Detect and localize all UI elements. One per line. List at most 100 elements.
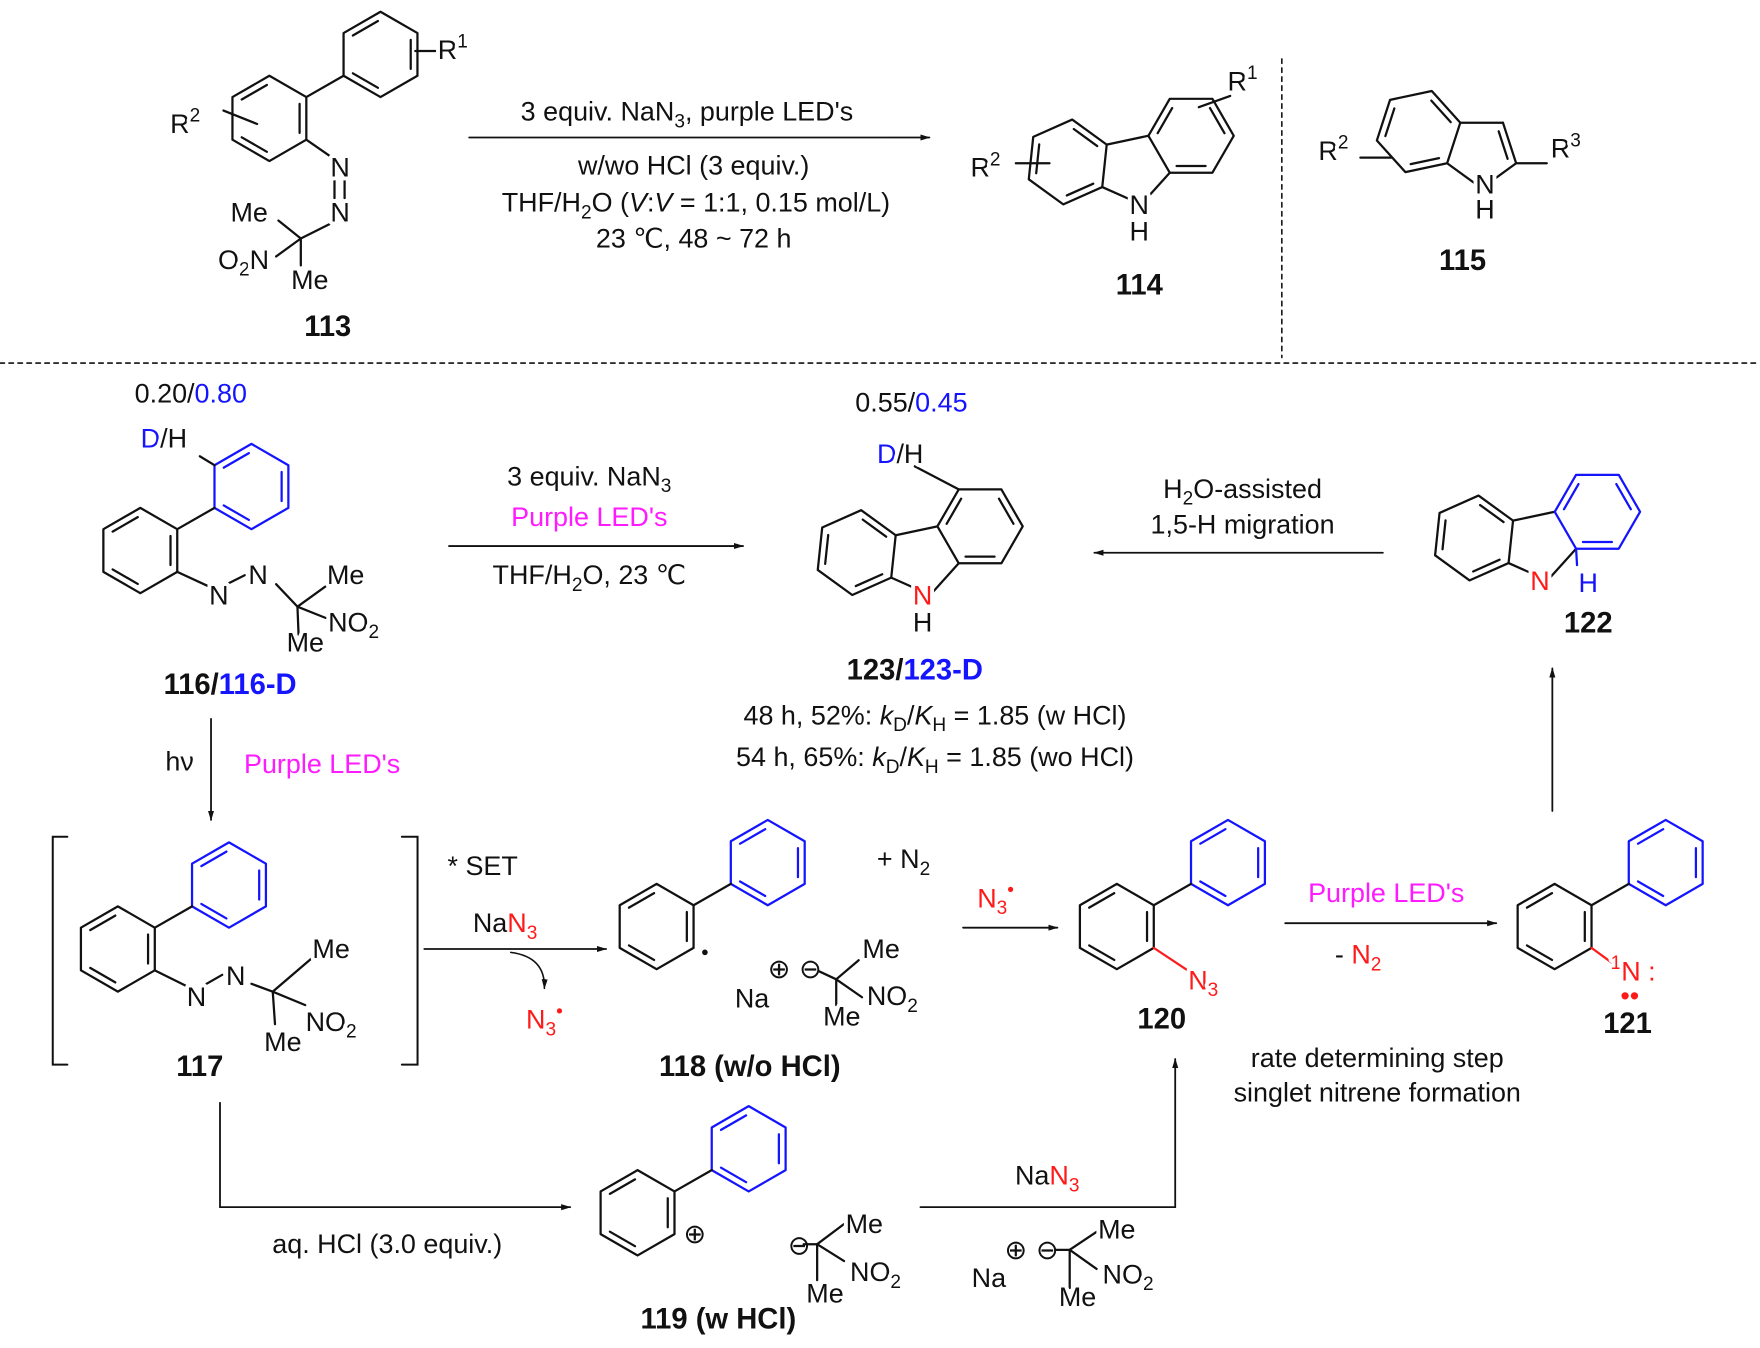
c115-H-text: H [1475, 194, 1494, 224]
c121-N-text: 1N : [1611, 953, 1656, 986]
c121-ring-a [1516, 882, 1593, 971]
double-bond-line [1562, 482, 1580, 511]
bond [1590, 946, 1615, 965]
bond [913, 465, 960, 491]
r6-light-text: Purple LED's [1308, 878, 1464, 908]
c114-left-ring [1027, 118, 1108, 206]
bond [275, 583, 299, 608]
c116-Me1-text: Me [327, 560, 364, 590]
c121-dots-text: •• [1620, 981, 1639, 1011]
bond [153, 969, 188, 988]
c122-right-ring [1553, 473, 1642, 550]
c114-right-ring [1147, 97, 1235, 174]
arrow-119-to-120 [919, 1057, 1179, 1209]
bond [305, 138, 334, 159]
c114-R1-text: R1 [1228, 63, 1258, 96]
c123-ratio-text: 0.55/0.45 [855, 387, 967, 417]
r6-loss-text: - N2 [1335, 940, 1382, 976]
step1-light-text: Purple LED's [244, 749, 400, 779]
c117-label-text: 117 [176, 1051, 223, 1083]
c119-plus-text: ⊕ [684, 1219, 707, 1249]
bond [1140, 171, 1171, 206]
bond [835, 978, 864, 999]
c117-SET-text: * SET [447, 851, 517, 881]
bond [222, 109, 259, 126]
r1-line3-text: THF/H2O (V:V = 1:1, 0.15 mol/L) [502, 188, 890, 224]
double-bond-line [1156, 106, 1174, 135]
bond [205, 973, 224, 985]
double-bond-line [824, 533, 830, 565]
double-bond-line [608, 1230, 637, 1248]
r2-line2-text: Purple LED's [511, 502, 667, 532]
c117-N2-text: N [226, 961, 245, 991]
double-bond-line [1208, 106, 1226, 135]
left-bracket [51, 835, 69, 1066]
double-bond-line [1615, 482, 1632, 511]
c116-ratio-text: 0.20/0.80 [135, 378, 247, 408]
bond [1446, 162, 1483, 190]
c118-Me2-text: Me [823, 1001, 860, 1031]
bond [277, 219, 302, 240]
c122-left-ring [1433, 494, 1515, 582]
c120-N3-text: N3 [1188, 965, 1218, 1001]
r8-Me2-text: Me [1059, 1282, 1096, 1312]
biaryl-bond [692, 882, 732, 907]
double-bond-line [351, 72, 380, 89]
bond [1501, 121, 1518, 165]
bond [890, 576, 932, 597]
biaryl-bond [153, 905, 194, 929]
r1-line4-text: 23 ℃, 48 ~ 72 h [596, 223, 792, 253]
c116-Me2-text: Me [287, 628, 324, 658]
double-bond-line [222, 504, 251, 522]
r5-reagent-text: N3• [977, 880, 1014, 919]
bond [1197, 94, 1232, 109]
note-line2-text: singlet nitrene formation [1234, 1078, 1521, 1108]
r2-line1-text: 3 equiv. NaN3 [507, 461, 671, 497]
bonds-layer [0, 10, 1760, 1290]
c123-kie2-text: 54 h, 65%: kD/KH = 1.85 (wo HCl) [736, 742, 1134, 778]
bond [296, 605, 300, 636]
double-bond-line [1199, 828, 1227, 845]
arrow-117-to-119 [219, 1101, 572, 1211]
c123-DH-text: D/H [877, 439, 923, 469]
c114-R2-text: R2 [970, 150, 1000, 183]
bond [1574, 547, 1579, 567]
c116-ring-b [213, 442, 290, 531]
double-bond-line [738, 880, 767, 898]
c114-label-text: 114 [1116, 270, 1164, 302]
c118-plus-text: ⊕ [768, 954, 791, 984]
c115-R3-text: R3 [1551, 130, 1581, 163]
c119-ring-a [599, 1169, 676, 1257]
c118-ring-a [618, 882, 695, 971]
double-bond-line [1636, 828, 1665, 845]
c116-N2-text: N [248, 560, 267, 590]
double-bond-line [719, 1166, 748, 1184]
c115-label-text: 115 [1439, 245, 1486, 277]
c117-Me2-text: Me [264, 1027, 301, 1057]
bond [275, 237, 302, 258]
c117-NO2-text: NO2 [306, 1007, 357, 1043]
double-bond-line [111, 568, 139, 586]
right-bracket [400, 835, 419, 1066]
double-bond-line [627, 892, 656, 909]
r8-minus-text: ⊖ [1036, 1235, 1059, 1265]
c119-NO2-text: NO2 [850, 1257, 901, 1293]
bond [816, 1222, 846, 1246]
bond [296, 585, 327, 608]
c113-Me2-text: Me [291, 265, 328, 295]
c113-N2-text: N [330, 198, 349, 228]
r3-line1-text: H2O-assisted [1163, 474, 1322, 510]
bond [1101, 185, 1143, 206]
double-bond-line [111, 515, 139, 533]
double-bond-line [200, 902, 228, 920]
c123-left-ring [816, 509, 897, 597]
bond [835, 959, 860, 981]
c119-Me2-text: Me [806, 1279, 843, 1309]
double-bond-line [1072, 127, 1099, 148]
c114-N-text: N [1130, 190, 1149, 220]
c115-R2-text: R2 [1318, 133, 1348, 166]
double-bond-line [1088, 892, 1116, 909]
c117-Me1-text: Me [312, 934, 349, 964]
c117-N1-text: N [187, 982, 206, 1012]
